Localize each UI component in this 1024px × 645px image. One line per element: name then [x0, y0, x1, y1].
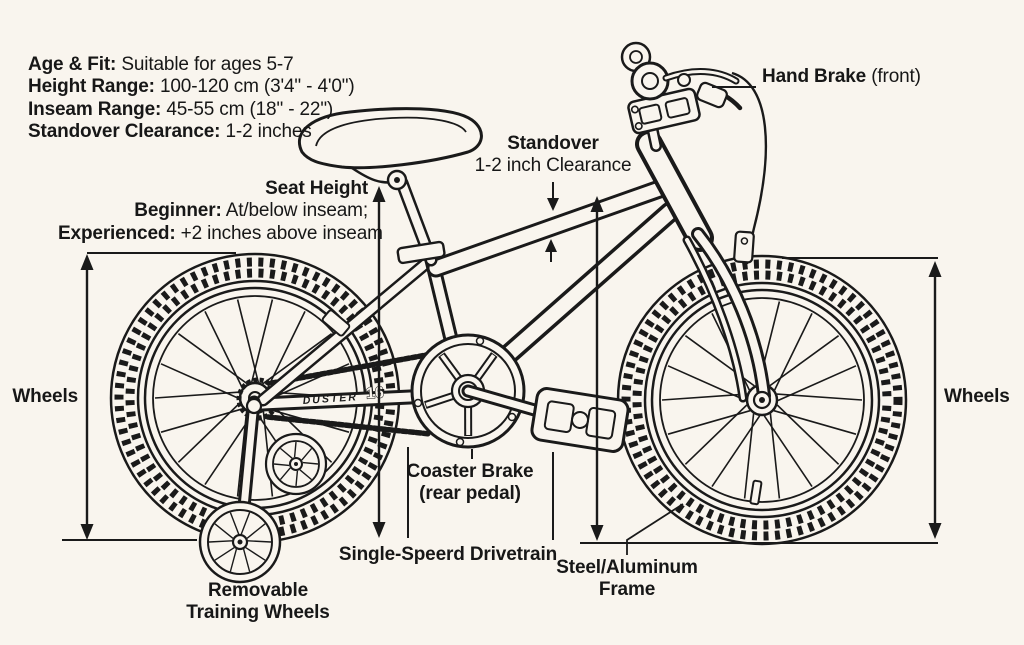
handlebar-assembly: [620, 41, 767, 265]
saddle: [298, 107, 483, 191]
spec-inseam-label: Inseam Range:: [28, 98, 162, 120]
training-wheel: [198, 500, 282, 584]
far-training-wheel: [264, 432, 328, 496]
pedal: [530, 387, 630, 453]
frame-annotation: Steel/Aluminum Frame: [537, 557, 717, 602]
hand-brake-label: Hand Brake: [762, 66, 867, 87]
wheels-label-left: Wheels: [12, 386, 78, 407]
measurement-arrows: [62, 86, 942, 555]
experienced-value: +2 inches above inseam: [175, 222, 383, 244]
standover-annotation: Standover 1-2 inch Clearance: [433, 133, 673, 178]
coaster-brake-line2: (rear pedal): [419, 483, 521, 505]
spec-age-value: Suitable for ages 5-7: [116, 54, 294, 75]
standover-title: Standover: [507, 133, 599, 154]
spec-height-value: 100-120 cm (3'4" - 4'0"): [154, 76, 355, 98]
seatpost: [397, 183, 446, 263]
brand-size: 16: [365, 384, 384, 402]
spec-line-age: Age & Fit: Suitable for ages 5-7: [28, 54, 355, 76]
crankset: [410, 333, 630, 453]
beginner-label: Beginner:: [134, 200, 222, 222]
seat-height-annotation: Seat Height Beginner: At/below inseam; E…: [58, 178, 383, 245]
standover-subtitle: 1-2 inch Clearance: [474, 155, 632, 177]
spec-line-inseam: Inseam Range: 45-55 cm (18" - 22"): [28, 99, 355, 121]
valve-stem: [749, 479, 763, 506]
brand-name: DUSTER: [302, 391, 358, 407]
beginner-value: At/below inseam;: [221, 200, 368, 222]
coaster-brake-line1: Coaster Brake: [406, 461, 534, 482]
spec-line-standover: Standover Clearance: 1-2 inches: [28, 121, 355, 143]
seatstay-clamp: [321, 309, 351, 337]
handlebar-grips: [620, 41, 670, 101]
seat-height-experienced: Experienced: +2 inches above inseam: [58, 222, 383, 245]
seat-height-beginner: Beginner: At/below inseam;: [58, 200, 368, 222]
front-brake-caliper: [733, 230, 755, 264]
brake-lever: [662, 68, 743, 111]
spec-age-label: Age & Fit:: [28, 54, 117, 75]
seat-height-title: Seat Height: [265, 178, 368, 199]
spec-info-panel: Age & Fit: Suitable for ages 5-7 Height …: [28, 54, 355, 144]
spec-standover-value: 1-2 inches: [220, 121, 312, 143]
training-wheel-bracket: [242, 399, 263, 528]
fork: [687, 234, 772, 410]
training-wheels-annotation: Removable Training Wheels: [158, 580, 358, 625]
single-speed-annotation: Single-Speerd Drivetrain: [338, 544, 558, 565]
spec-line-height: Height Range: 100-120 cm (3'4" - 4'0"): [28, 76, 355, 98]
spec-standover-label: Standover Clearance:: [28, 121, 221, 143]
spec-inseam-value: 45-55 cm (18" - 22"): [161, 98, 334, 120]
hand-brake-annotation: Hand Brake (front): [762, 66, 921, 88]
training-wheels-line1: Removable: [207, 580, 309, 601]
frame-line2: Frame: [598, 579, 656, 601]
rear-spokes: [154, 299, 356, 497]
wheels-label-right: Wheels: [944, 386, 1010, 407]
hand-brake-suffix: (front): [866, 66, 921, 87]
coaster-brake-annotation: Coaster Brake (rear pedal): [395, 461, 545, 506]
frame-line1: Steel/Aluminum: [556, 557, 698, 578]
spec-height-label: Height Range:: [28, 76, 155, 98]
experienced-label: Experienced:: [58, 222, 176, 244]
training-wheels-line2: Training Wheels: [186, 602, 330, 624]
